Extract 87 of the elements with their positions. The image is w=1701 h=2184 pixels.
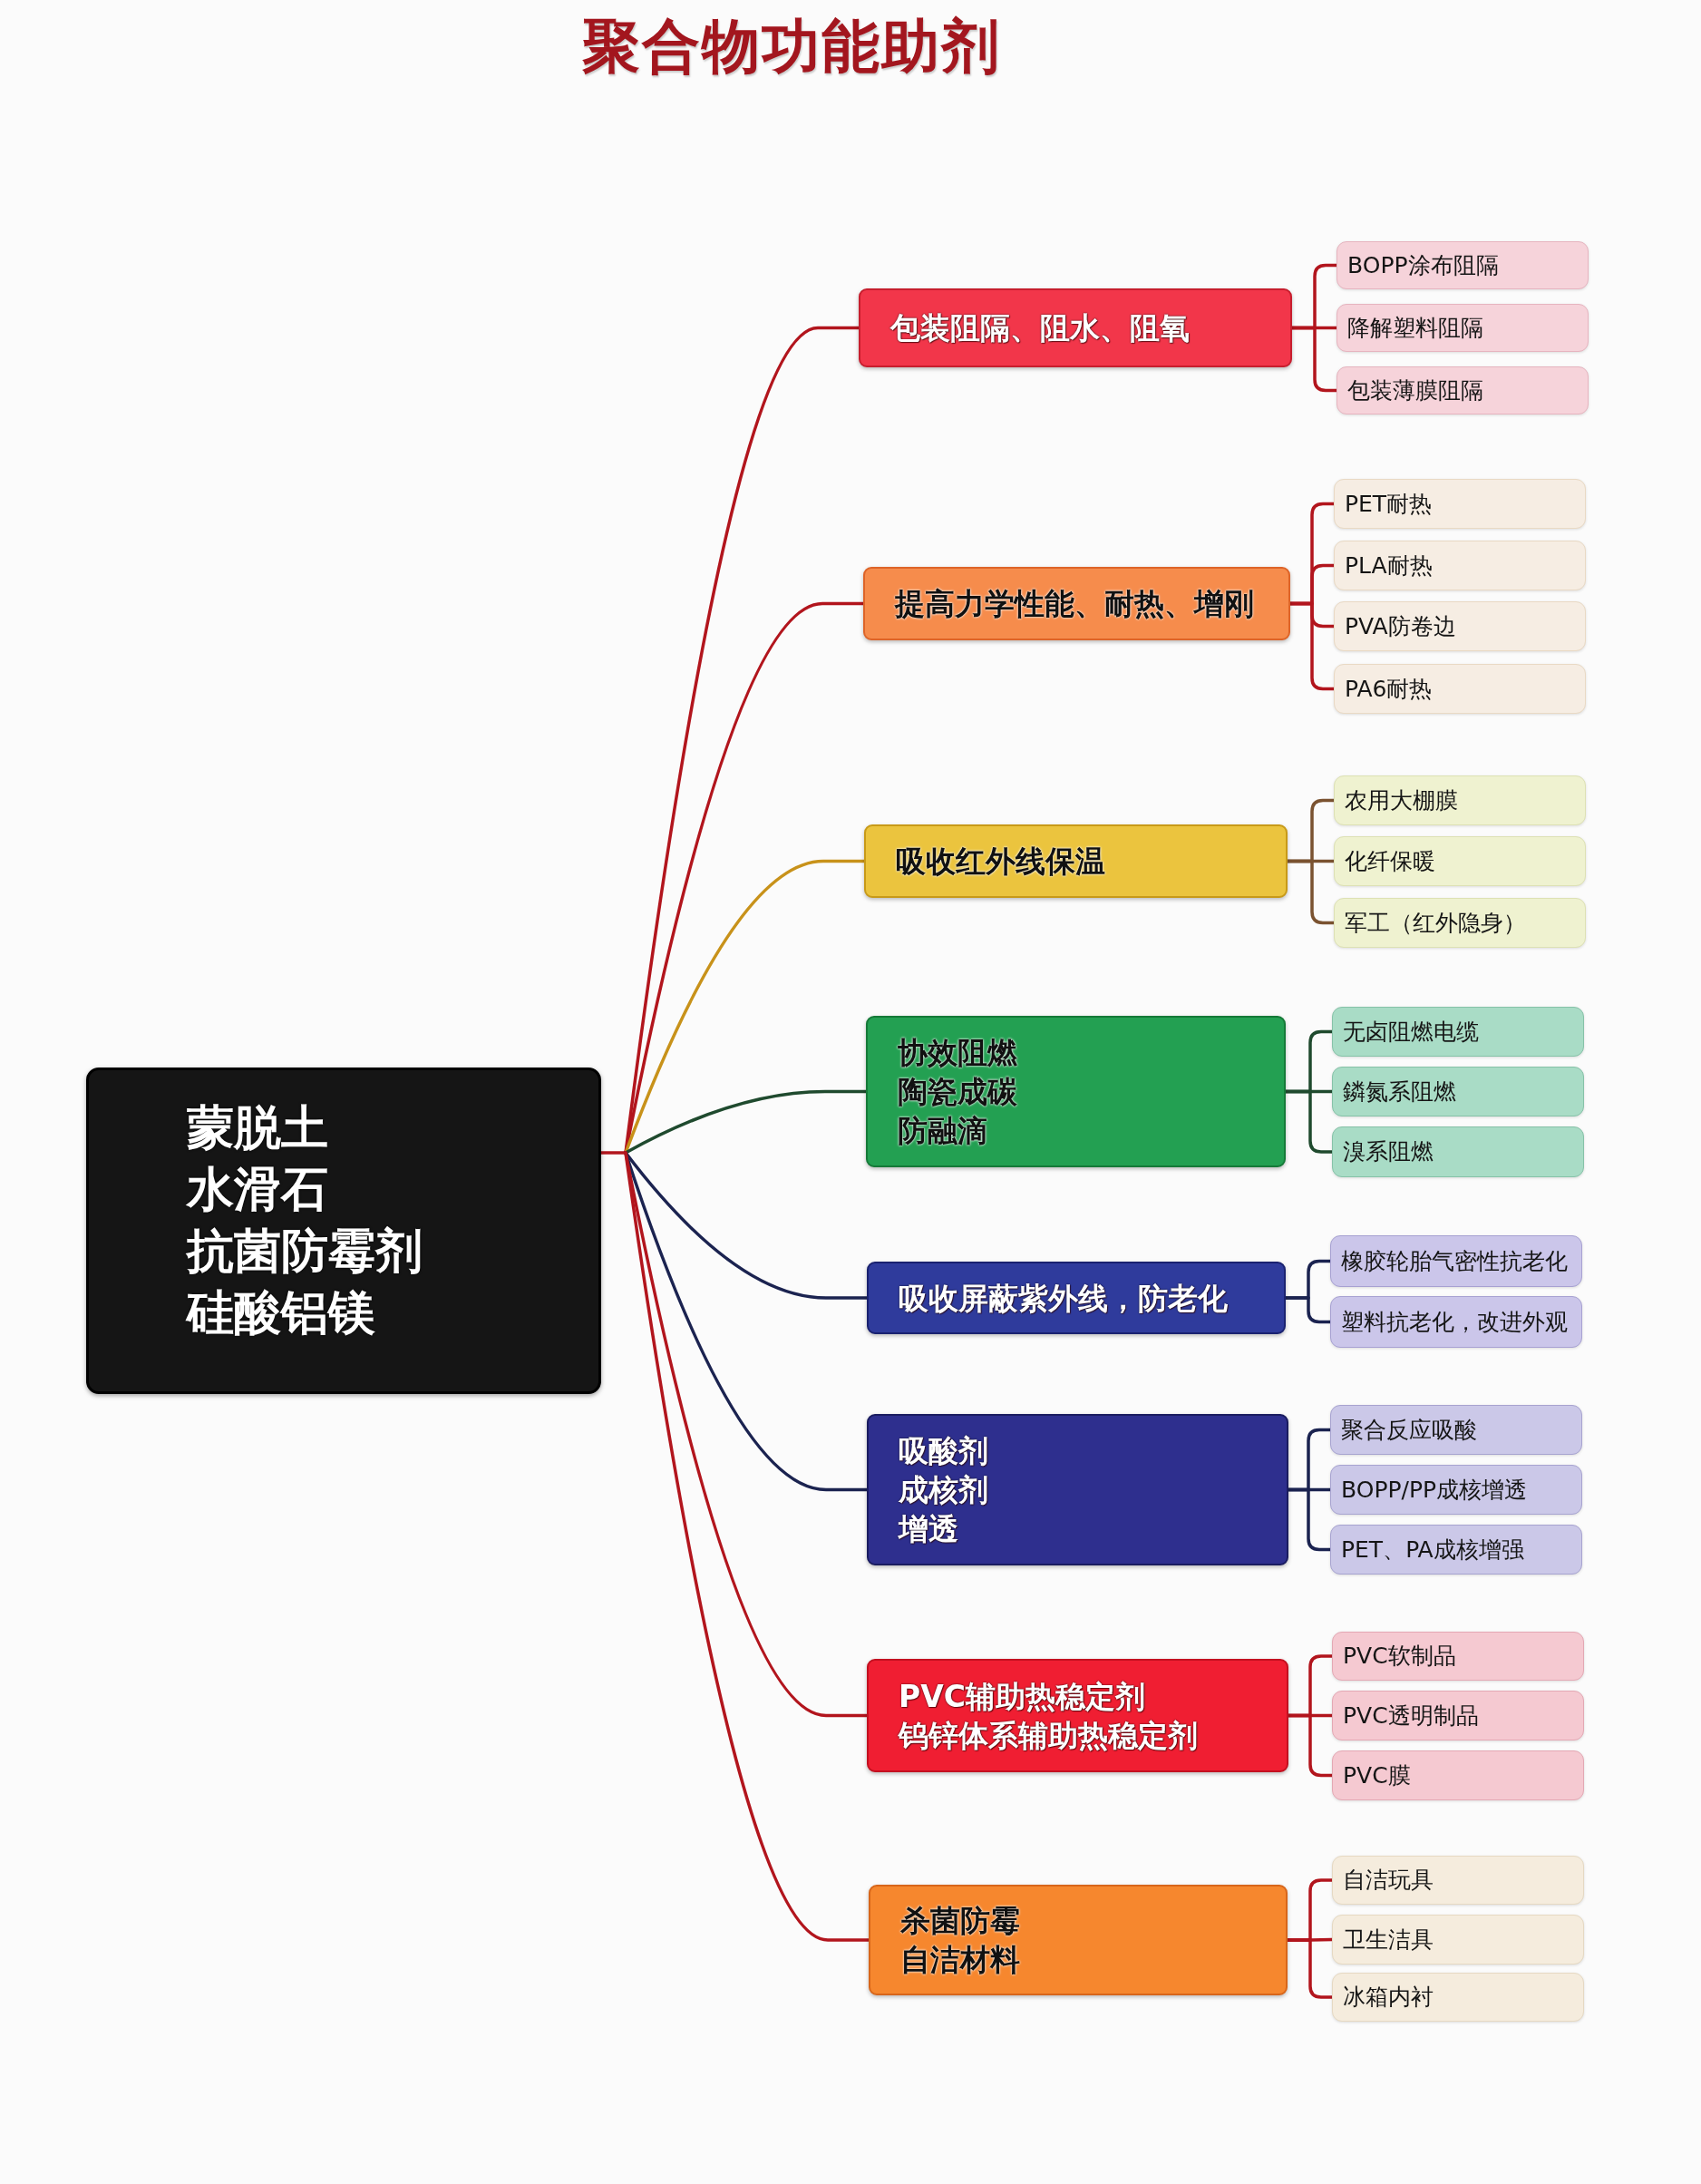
connector-line [1286, 1938, 1334, 1999]
category-label: 包装阻隔、阻水、阻氧 [890, 309, 1190, 347]
application-label: 溴系阻燃 [1343, 1138, 1434, 1165]
application-label: 农用大棚膜 [1345, 786, 1458, 814]
category-label: 吸酸剂 [899, 1432, 988, 1470]
application-box [1334, 479, 1586, 529]
category-box [867, 1414, 1288, 1565]
application-label: 化纤保暖 [1345, 847, 1435, 875]
category-label: 吸收屏蔽紫外线，防老化 [899, 1279, 1228, 1318]
application-box [1336, 304, 1589, 352]
category-label: 钨锌体系辅助热稳定剂 [899, 1716, 1198, 1755]
application-label: PA6耐热 [1345, 675, 1433, 703]
category-label: 杀菌防霉 [900, 1902, 1020, 1940]
material-label: 硅酸铝镁 [187, 1284, 375, 1341]
application-box [1332, 1750, 1584, 1800]
application-box [1330, 1405, 1582, 1455]
application-box [1332, 1067, 1584, 1116]
application-box [1330, 1235, 1582, 1287]
application-box [1332, 1915, 1584, 1965]
application-box [1334, 601, 1586, 651]
category-label: 成核剂 [899, 1471, 988, 1509]
application-label: BOPP/PP成核增透 [1341, 1476, 1528, 1504]
application-label: 橡胶轮胎气密性抗老化 [1341, 1247, 1568, 1275]
category-label: 自洁材料 [900, 1941, 1020, 1979]
application-box [1334, 541, 1586, 590]
application-label: 冰箱内衬 [1343, 1984, 1434, 2011]
category-label: 防融滴 [898, 1112, 987, 1150]
connector-line [624, 1151, 870, 1942]
material-label: 抗菌防霉剂 [187, 1223, 423, 1280]
diagram-title: 聚合物功能助剂 [582, 13, 1001, 80]
application-box [1332, 1856, 1584, 1905]
category-label: 协效阻燃 [898, 1034, 1017, 1072]
connector-line [1290, 326, 1338, 393]
application-box [1332, 1632, 1584, 1681]
connector-line [1284, 1089, 1334, 1154]
material-label: 蒙脱土 [187, 1099, 328, 1156]
material-label: 水滑石 [187, 1161, 328, 1218]
application-label: PVC软制品 [1343, 1643, 1456, 1670]
category-label: PVC辅助热稳定剂 [899, 1677, 1145, 1716]
application-box [1330, 1296, 1582, 1348]
application-label: 降解塑料阻隔 [1347, 314, 1483, 342]
application-label: 塑料抗老化，改进外观 [1341, 1308, 1568, 1336]
application-label: PLA耐热 [1345, 551, 1433, 580]
category-box [863, 567, 1290, 640]
connector-line [1287, 1487, 1332, 1552]
application-box [1336, 366, 1589, 414]
application-label: PET、PA成核增强 [1341, 1536, 1524, 1564]
connector-line [624, 1089, 868, 1155]
application-label: 无卤阻燃电缆 [1343, 1018, 1479, 1046]
topic-box [86, 1068, 601, 1394]
application-box [1334, 775, 1586, 825]
category-label: 提高力学性能、耐热、增刚 [895, 585, 1254, 623]
application-box [1334, 664, 1586, 714]
category-box [866, 1016, 1286, 1167]
application-box [1332, 1126, 1584, 1177]
connector-line [1286, 859, 1336, 925]
application-box [1332, 1007, 1584, 1057]
category-box [864, 824, 1288, 898]
application-label: PVC膜 [1343, 1761, 1411, 1789]
application-label: 鏻氮系阻燃 [1343, 1077, 1456, 1106]
category-label: 增透 [899, 1510, 958, 1548]
application-label: 包装薄膜阻隔 [1347, 376, 1483, 405]
category-box [859, 288, 1292, 367]
application-box [1330, 1465, 1582, 1515]
application-box [1330, 1525, 1582, 1575]
application-box [1334, 836, 1586, 886]
category-box [867, 1262, 1286, 1334]
connector-line [1284, 1296, 1332, 1324]
category-label: 吸收红外线保温 [896, 843, 1105, 881]
trunk-line [601, 1151, 626, 1155]
application-label: PVA防卷边 [1345, 612, 1456, 640]
application-box [1332, 1691, 1584, 1740]
application-box [1334, 898, 1586, 948]
application-box [1332, 1973, 1584, 2022]
application-box [1336, 241, 1589, 289]
connector-line [1288, 601, 1336, 691]
connector-line [1287, 1713, 1334, 1778]
application-label: 卫生洁具 [1343, 1926, 1434, 1954]
application-label: 聚合反应吸酸 [1341, 1416, 1477, 1444]
category-label: 陶瓷成碳 [898, 1073, 1017, 1111]
application-label: BOPP涂布阻隔 [1347, 251, 1499, 279]
category-box [869, 1885, 1288, 1995]
application-label: 自洁玩具 [1343, 1867, 1434, 1894]
application-label: 军工（红外隐身） [1345, 909, 1526, 937]
application-label: PET耐热 [1345, 490, 1433, 518]
category-box [867, 1659, 1288, 1772]
application-label: PVC透明制品 [1343, 1701, 1479, 1730]
